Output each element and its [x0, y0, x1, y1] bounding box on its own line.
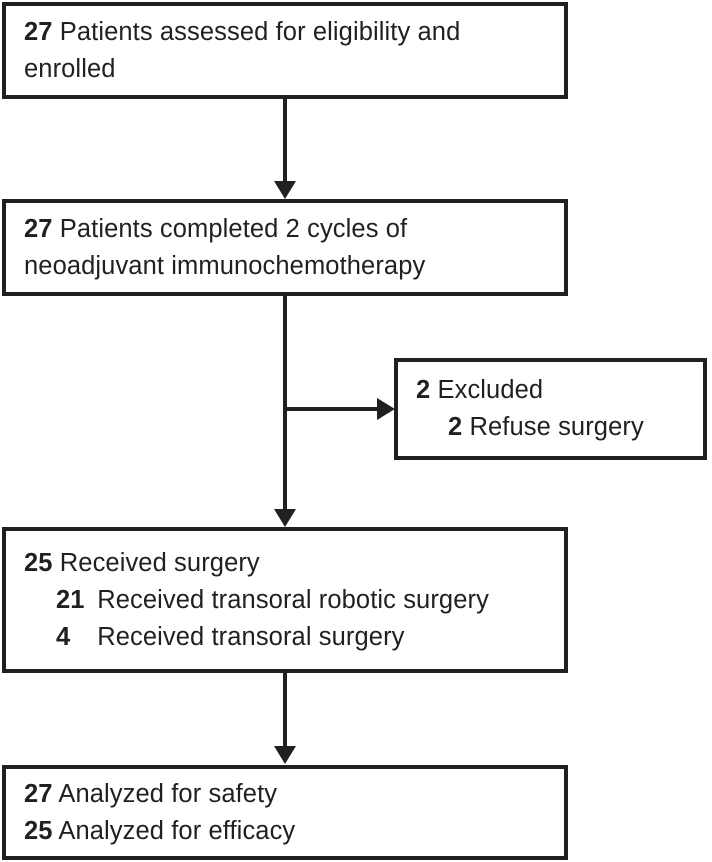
node-surgery-line-2: 21 Received transoral robotic surgery: [56, 582, 614, 619]
connector-branch-to-excluded: [285, 407, 379, 411]
node-neoadjuvant: 27 Patients completed 2 cycles of neoadj…: [2, 199, 568, 296]
node-analysis: 27 Analyzed for safety 25 Analyzed for e…: [2, 765, 568, 860]
node-excluded-count-1: 2: [416, 376, 431, 404]
connector-neoadjuvant-to-surgery: [283, 296, 287, 510]
connector-enrollment-to-neoadjuvant: [283, 99, 287, 182]
node-surgery-line-1: 25 Received surgery: [24, 545, 582, 582]
node-surgery: 25 Received surgery 21 Received transora…: [2, 527, 568, 673]
node-enrollment-count-1: 27: [24, 17, 53, 46]
node-excluded: 2 Excluded 2 Refuse surgery: [394, 358, 707, 460]
node-excluded-line-2: 2 Refuse surgery: [416, 409, 712, 446]
node-surgery-line-3: 4 Received transoral surgery: [56, 619, 614, 656]
node-enrollment-text-2: enrolled: [24, 54, 116, 83]
arrowhead-surgery-to-analysis: [274, 746, 296, 764]
arrowhead-enrollment-to-neoadjuvant: [274, 181, 296, 199]
node-analysis-line-2: 25 Analyzed for efficacy: [24, 813, 582, 850]
node-analysis-count-1: 27: [24, 779, 53, 808]
connector-surgery-to-analysis: [283, 673, 287, 747]
node-enrollment: 27 Patients assessed for eligibility and…: [2, 2, 568, 99]
node-enrollment-line-2: enrolled: [24, 51, 582, 88]
node-excluded-text-1: Excluded: [437, 376, 544, 404]
node-enrollment-text-1: Patients assessed for eligibility and: [59, 17, 461, 46]
node-surgery-count-3: 4: [56, 622, 71, 651]
node-excluded-line-1: 2 Excluded: [416, 372, 712, 409]
node-neoadjuvant-line-1: 27 Patients completed 2 cycles of: [24, 211, 582, 248]
node-analysis-text-1: Analyzed for safety: [58, 779, 278, 808]
node-neoadjuvant-line-2: neoadjuvant immunochemotherapy: [24, 248, 582, 285]
node-surgery-text-3: Received transoral surgery: [97, 622, 405, 651]
node-neoadjuvant-count-1: 27: [24, 214, 53, 243]
node-enrollment-line-1: 27 Patients assessed for eligibility and: [24, 14, 582, 51]
node-surgery-count-2: 21: [56, 585, 85, 614]
node-analysis-count-2: 25: [24, 816, 53, 845]
node-analysis-text-2: Analyzed for efficacy: [58, 816, 296, 845]
node-surgery-text-2: Received transoral robotic surgery: [97, 585, 489, 614]
node-analysis-line-1: 27 Analyzed for safety: [24, 776, 582, 813]
node-excluded-count-2: 2: [448, 413, 463, 441]
node-neoadjuvant-text-1: Patients completed 2 cycles of: [59, 214, 408, 243]
arrowhead-neoadjuvant-to-surgery: [274, 509, 296, 527]
arrowhead-branch-to-excluded: [377, 398, 395, 420]
node-excluded-text-2: Refuse surgery: [469, 413, 644, 441]
node-surgery-text-1: Received surgery: [59, 548, 260, 577]
node-neoadjuvant-text-2: neoadjuvant immunochemotherapy: [24, 251, 426, 280]
node-surgery-count-1: 25: [24, 548, 53, 577]
